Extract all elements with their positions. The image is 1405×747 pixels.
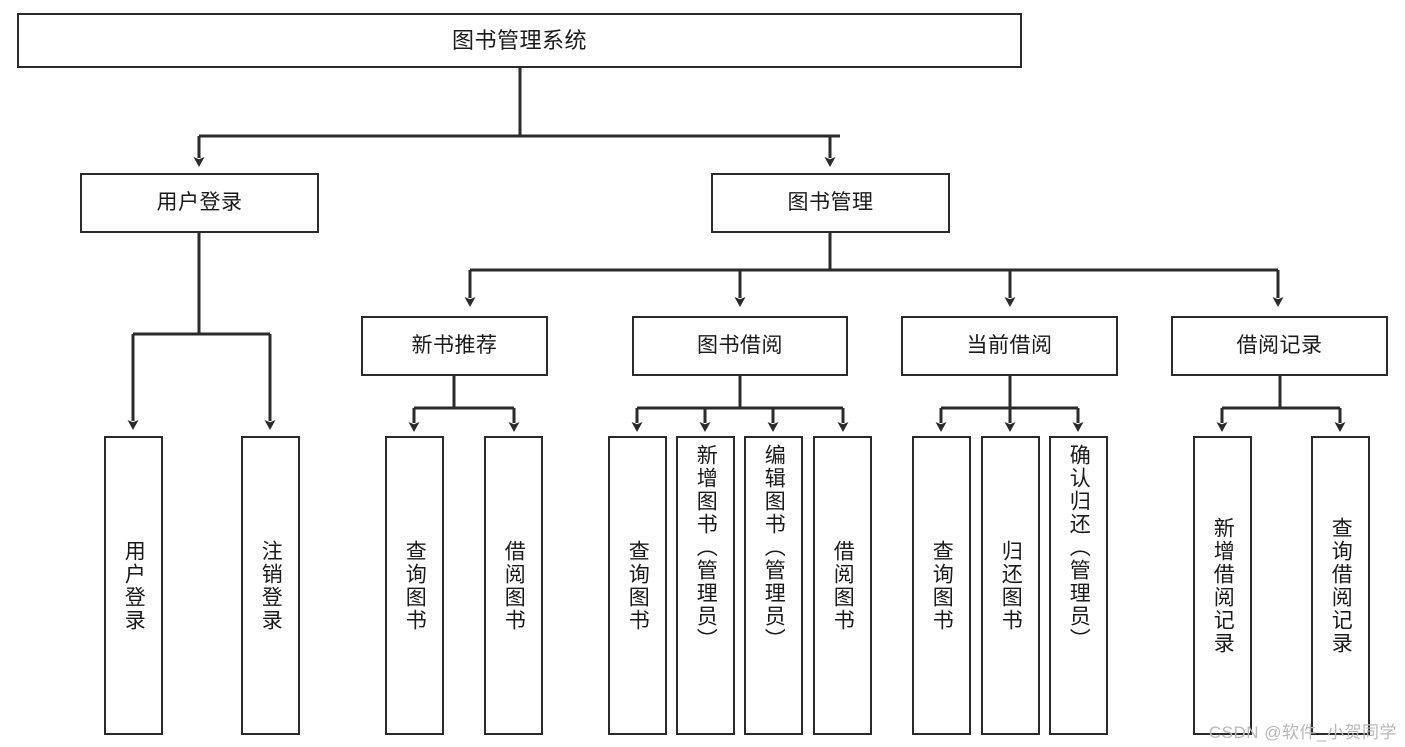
- node-label: 注销登录: [259, 539, 283, 632]
- node-label: 新书推荐: [411, 333, 498, 357]
- node-label: 新增借阅记录: [1211, 516, 1235, 655]
- node-label: 图书管理系统: [451, 27, 587, 53]
- leaf-confirm-return[interactable]: 确认归还（管理员）: [1049, 436, 1108, 735]
- leaf-add-borrow-record[interactable]: 新增借阅记录: [1193, 436, 1252, 735]
- node-label: 新增图书（管理员）: [694, 444, 718, 651]
- leaf-user-logout[interactable]: 注销登录: [241, 436, 300, 735]
- node-label: 确认归还（管理员）: [1067, 444, 1091, 651]
- node-label: 图书借阅: [697, 333, 783, 357]
- leaf-return-book[interactable]: 归还图书: [981, 436, 1040, 735]
- node-root-system[interactable]: 图书管理系统: [17, 13, 1022, 68]
- node-label: 查询图书: [626, 539, 650, 632]
- node-label: 用户登录: [122, 539, 146, 632]
- leaf-add-book[interactable]: 新增图书（管理员）: [676, 436, 735, 735]
- leaf-borrow-book[interactable]: 借阅图书: [813, 436, 872, 735]
- leaf-query-book-current[interactable]: 查询图书: [912, 436, 971, 735]
- node-label: 借阅图书: [502, 539, 526, 632]
- node-book-borrow[interactable]: 图书借阅: [632, 316, 848, 376]
- node-label: 编辑图书（管理员）: [762, 444, 786, 651]
- node-label: 图书管理: [787, 190, 874, 214]
- node-label: 查询图书: [403, 539, 427, 632]
- leaf-borrow-book-recommend[interactable]: 借阅图书: [484, 436, 543, 735]
- node-new-book-recommend[interactable]: 新书推荐: [361, 316, 548, 376]
- node-current-borrow[interactable]: 当前借阅: [901, 316, 1118, 376]
- csdn-watermark: CSDN @软件_小贺同学: [1208, 723, 1397, 742]
- node-label: 用户登录: [156, 190, 243, 214]
- leaf-query-book-borrow[interactable]: 查询图书: [608, 436, 667, 735]
- node-label: 借阅记录: [1236, 333, 1323, 357]
- node-user-login[interactable]: 用户登录: [80, 173, 319, 233]
- leaf-query-borrow-record[interactable]: 查询借阅记录: [1311, 436, 1370, 735]
- node-label: 查询借阅记录: [1329, 516, 1353, 655]
- node-book-management[interactable]: 图书管理: [711, 173, 950, 233]
- leaf-user-login[interactable]: 用户登录: [104, 436, 163, 735]
- node-label: 归还图书: [999, 539, 1023, 632]
- leaf-query-book-recommend[interactable]: 查询图书: [385, 436, 444, 735]
- leaf-edit-book[interactable]: 编辑图书（管理员）: [744, 436, 803, 735]
- node-label: 当前借阅: [966, 333, 1053, 357]
- node-label: 查询图书: [930, 539, 954, 632]
- node-label: 借阅图书: [831, 539, 855, 632]
- node-borrow-record[interactable]: 借阅记录: [1171, 316, 1388, 376]
